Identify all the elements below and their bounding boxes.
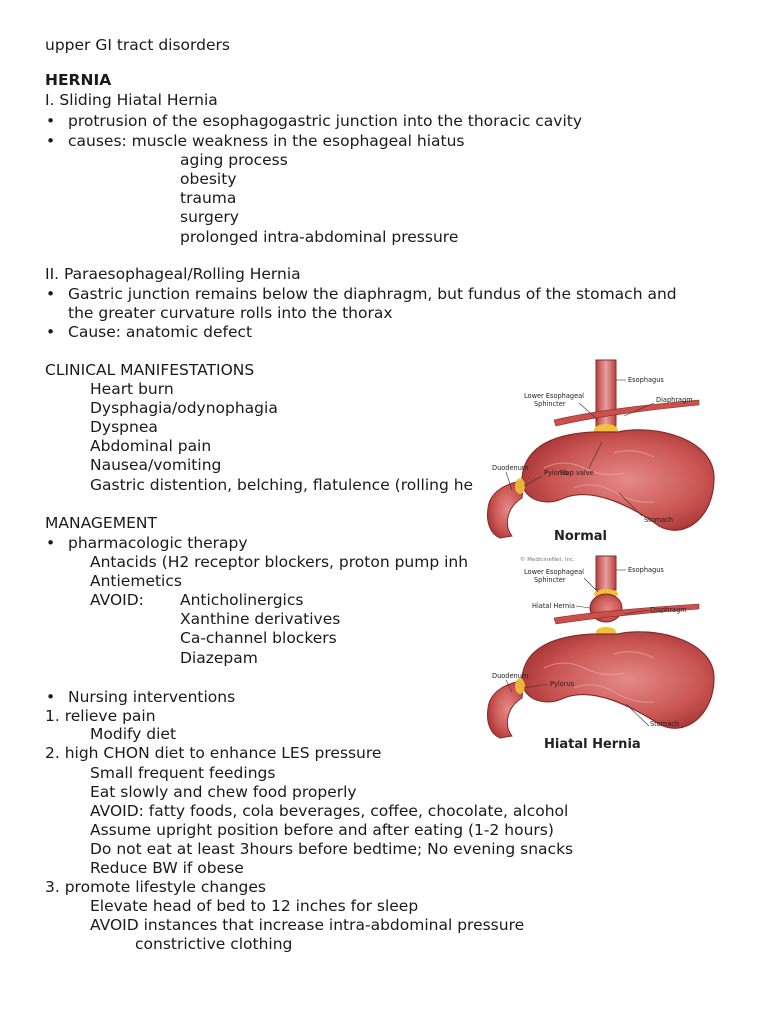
clinical-item: Heart burn (90, 380, 174, 398)
bullet-icon: • (46, 132, 56, 150)
sliding-bullet-1: protrusion of the esophagogastric juncti… (68, 112, 583, 130)
avoid-item: Xanthine derivatives (180, 610, 341, 628)
section-heading-hernia: HERNIA (45, 71, 112, 89)
clinical-item: Gastric distention, belching, flatulence… (90, 476, 474, 494)
rolling-bullet-1-line-2: the greater curvature rolls into the tho… (68, 304, 393, 322)
nursing-bullet: Nursing interventions (68, 688, 236, 706)
rolling-bullet-2: Cause: anatomic defect (68, 323, 253, 341)
nursing-step-1: 1. relieve pain (45, 707, 156, 725)
sliding-hernia-title: I. Sliding Hiatal Hernia (45, 91, 218, 109)
nursing-step-3-item: Elevate head of bed to 12 inches for sle… (90, 897, 419, 915)
label-les-line-2: Sphincter (534, 400, 566, 408)
bullet-icon: • (46, 112, 56, 130)
label-les-line-1: Lower Esophageal (524, 568, 584, 576)
bullet-icon: • (46, 534, 56, 552)
cause-item: surgery (180, 208, 239, 226)
clinical-item: Dysphagia/odynophagia (90, 399, 278, 417)
nursing-step-2-item: Assume upright position before and after… (90, 821, 554, 839)
clinical-item: Dyspnea (90, 418, 158, 436)
nursing-step-3: 3. promote lifestyle changes (45, 878, 267, 896)
pharmacologic-bullet: pharmacologic therapy (68, 534, 248, 552)
nursing-step-2-item: AVOID: fatty foods, cola beverages, coff… (90, 802, 569, 820)
nursing-step-1-item: Modify diet (90, 725, 177, 743)
hiatal-hernia-diagram: Esophagus Lower Esophageal Sphincter Hia… (487, 555, 715, 752)
antacids-line: Antacids (H2 receptor blockers, proton p… (90, 553, 469, 571)
cause-item: aging process (180, 151, 288, 169)
label-esophagus: Esophagus (628, 566, 664, 574)
label-esophagus: Esophagus (628, 376, 664, 384)
label-flap-valve: Flap valve (560, 469, 594, 477)
avoid-item: Anticholinergics (180, 591, 304, 609)
rolling-bullet-1-line-1: Gastric junction remains below the diaph… (68, 285, 677, 303)
cause-item: obesity (180, 170, 237, 188)
cause-item: trauma (180, 189, 237, 207)
label-les-line-2: Sphincter (534, 576, 566, 584)
normal-stomach-diagram: Esophagus Lower Esophageal Sphincter Dia… (487, 359, 715, 563)
nursing-step-2-item: Small frequent feedings (90, 764, 276, 782)
clinical-item: Abdominal pain (90, 437, 212, 455)
label-diaphragm: Diaphragm (656, 396, 693, 404)
caption-normal: Normal (554, 529, 607, 544)
avoid-label: AVOID: (90, 591, 144, 609)
nursing-step-2-item: Do not eat at least 3hours before bedtim… (90, 840, 574, 858)
rolling-hernia-title: II. Paraesophageal/Rolling Hernia (45, 265, 301, 283)
clinical-item: Nausea/vomiting (90, 456, 222, 474)
clinical-title: CLINICAL MANIFESTATIONS (45, 361, 255, 379)
bullet-icon: • (46, 285, 56, 303)
nursing-step-2: 2. high CHON diet to enhance LES pressur… (45, 744, 382, 762)
doc-title: upper GI tract disorders (45, 36, 230, 54)
label-hiatal-hernia: Hiatal Hernia (532, 602, 575, 610)
label-duodenum: Duodenum (492, 672, 528, 680)
label-diaphragm: Diaphragm (650, 606, 687, 614)
bullet-icon: • (46, 688, 56, 706)
copyright-notice: © MedicineNet, Inc. (520, 556, 575, 563)
label-duodenum: Duodenum (492, 464, 528, 472)
label-les-line-1: Lower Esophageal (524, 392, 584, 400)
stomach-illustration: Esophagus Lower Esophageal Sphincter Dia… (487, 359, 715, 752)
antiemetics-line: Antiemetics (90, 572, 182, 590)
nursing-step-2-item: Reduce BW if obese (90, 859, 244, 877)
cause-item: prolonged intra-abdominal pressure (180, 228, 459, 246)
stomach-anatomy-figure: Esophagus Lower Esophageal Sphincter Dia… (484, 358, 724, 758)
caption-hiatal-hernia: Hiatal Hernia (544, 737, 641, 752)
label-pylorus: Pylorus (544, 469, 569, 477)
label-stomach: Stomach (650, 720, 679, 728)
avoid-item: Ca-channel blockers (180, 629, 337, 647)
label-pylorus: Pylorus (550, 680, 575, 688)
nursing-step-3-subitem: constrictive clothing (135, 935, 293, 953)
management-title: MANAGEMENT (45, 514, 157, 532)
nursing-step-3-item: AVOID instances that increase intra-abdo… (90, 916, 525, 934)
nursing-step-2-item: Eat slowly and chew food properly (90, 783, 357, 801)
bullet-icon: • (46, 323, 56, 341)
label-stomach: Stomach (644, 516, 673, 524)
sliding-bullet-2: causes: muscle weakness in the esophagea… (68, 132, 465, 150)
avoid-item: Diazepam (180, 649, 258, 667)
